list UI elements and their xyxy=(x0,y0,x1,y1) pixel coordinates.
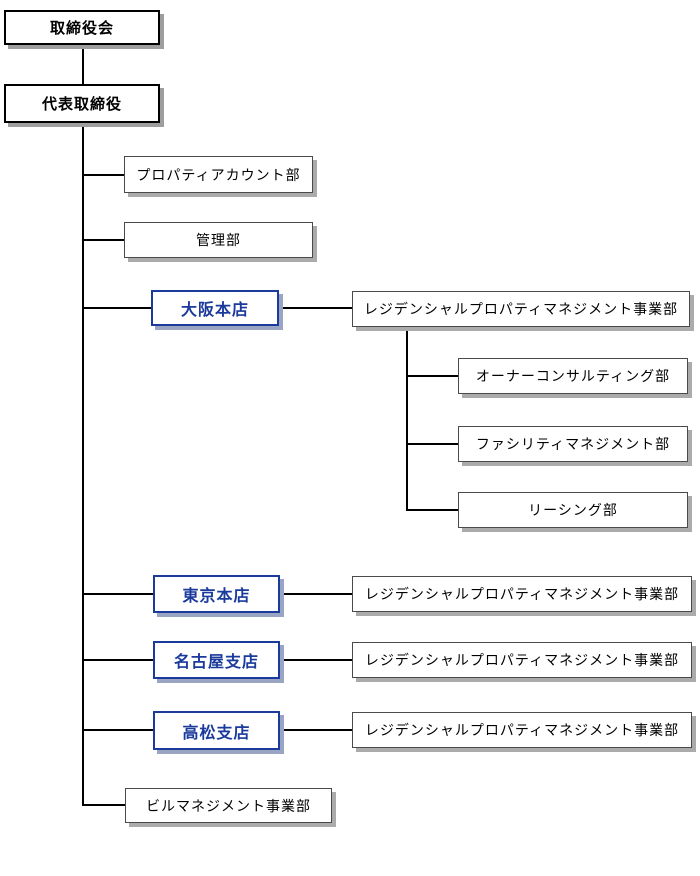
connector-tokyo-res xyxy=(280,593,352,595)
org-node-building-mgmt-label: ビルマネジメント事業部 xyxy=(146,797,311,814)
org-node-tokyo-res: レジデンシャルプロパティマネジメント事業部 xyxy=(352,576,692,612)
org-node-osaka: 大阪本店 xyxy=(151,290,279,326)
connector-facility-mgmt xyxy=(406,443,458,445)
connector-property-account xyxy=(82,174,124,176)
org-node-facility-mgmt: ファシリティマネジメント部 xyxy=(458,426,688,462)
connector-nagoya-res xyxy=(280,659,352,661)
org-node-admin-label: 管理部 xyxy=(196,232,241,248)
connector-osaka-subtrunk xyxy=(406,327,408,511)
org-node-osaka-res: レジデンシャルプロパティマネジメント事業部 xyxy=(352,291,690,327)
org-node-owner-consulting: オーナーコンサルティング部 xyxy=(458,358,688,394)
org-node-nagoya-res-label: レジデンシャルプロパティマネジメント事業部 xyxy=(364,652,680,668)
connector-board-ceo xyxy=(82,45,84,84)
org-node-nagoya: 名古屋支店 xyxy=(153,641,280,679)
org-node-takamatsu-res-label: レジデンシャルプロパティマネジメント事業部 xyxy=(364,722,680,738)
org-node-ceo-label: 代表取締役 xyxy=(41,96,122,113)
org-node-property-account: プロパティアカウント部 xyxy=(124,156,313,193)
org-node-takamatsu-res: レジデンシャルプロパティマネジメント事業部 xyxy=(352,712,692,748)
org-node-tokyo: 東京本店 xyxy=(153,575,280,613)
connector-main-trunk xyxy=(82,123,84,806)
connector-osaka xyxy=(82,307,151,309)
connector-osaka-res xyxy=(279,307,352,309)
connector-nagoya xyxy=(82,659,153,661)
org-node-board-label: 取締役会 xyxy=(49,20,114,37)
org-node-nagoya-res: レジデンシャルプロパティマネジメント事業部 xyxy=(352,642,692,678)
org-node-nagoya-label: 名古屋支店 xyxy=(173,654,259,671)
org-node-board: 取締役会 xyxy=(4,10,160,45)
connector-tokyo xyxy=(82,593,153,595)
org-node-tokyo-res-label: レジデンシャルプロパティマネジメント事業部 xyxy=(364,586,680,602)
org-node-property-account-label: プロパティアカウント部 xyxy=(136,166,301,183)
org-node-tokyo-label: 東京本店 xyxy=(182,588,251,605)
org-node-ceo: 代表取締役 xyxy=(4,84,160,123)
connector-takamatsu xyxy=(82,729,153,731)
org-node-takamatsu-label: 高松支店 xyxy=(182,724,251,742)
connector-building-mgmt xyxy=(82,804,125,806)
org-node-owner-consulting-label: オーナーコンサルティング部 xyxy=(475,368,671,384)
org-node-building-mgmt: ビルマネジメント事業部 xyxy=(125,788,332,823)
org-node-facility-mgmt-label: ファシリティマネジメント部 xyxy=(475,436,671,452)
connector-owner-consulting xyxy=(406,375,458,377)
org-node-leasing-label: リーシング部 xyxy=(528,502,618,518)
org-node-leasing: リーシング部 xyxy=(458,492,688,528)
connector-admin xyxy=(82,239,124,241)
org-node-takamatsu: 高松支店 xyxy=(153,711,280,750)
connector-takamatsu-res xyxy=(280,729,352,731)
org-node-osaka-label: 大阪本店 xyxy=(180,302,249,319)
connector-leasing xyxy=(406,509,458,511)
org-node-admin: 管理部 xyxy=(124,222,313,258)
org-node-osaka-res-label: レジデンシャルプロパティマネジメント事業部 xyxy=(363,301,679,317)
